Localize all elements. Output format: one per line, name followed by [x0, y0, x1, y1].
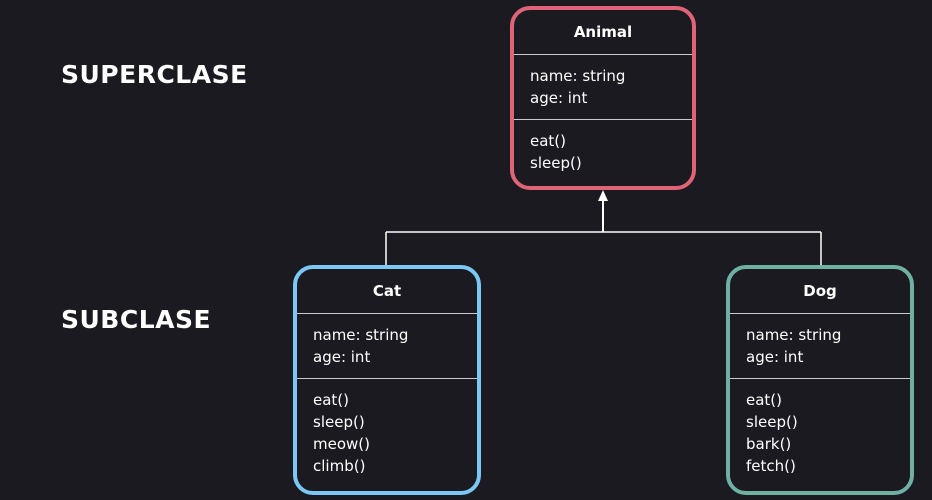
method-row: fetch() [746, 457, 796, 475]
attribute-row: age: int [313, 348, 371, 366]
class-box-dog[interactable]: Dog name: string age: int eat() sleep() … [726, 265, 914, 495]
attributes-section-dog: name: string age: int [730, 314, 910, 378]
method-row: eat() [313, 391, 350, 409]
class-name-cat: Cat [372, 282, 402, 300]
attribute-row: name: string [313, 326, 409, 344]
method-row: sleep() [313, 413, 365, 431]
method-row: climb() [313, 457, 366, 475]
divider [730, 313, 910, 314]
attribute-row: age: int [530, 89, 588, 107]
method-row: sleep() [746, 413, 798, 431]
attribute-row: name: string [746, 326, 842, 344]
method-row: sleep() [530, 154, 582, 172]
method-row: meow() [313, 435, 370, 453]
attributes-section-cat: name: string age: int [297, 314, 477, 378]
subclass-label: SUBCLASE [61, 305, 212, 334]
divider [297, 378, 477, 379]
methods-section-dog: eat() sleep() bark() fetch() [730, 379, 910, 487]
class-box-animal[interactable]: Animal name: string age: int eat() sleep… [510, 6, 696, 190]
attribute-row: name: string [530, 67, 626, 85]
class-box-cat[interactable]: Cat name: string age: int eat() sleep() … [293, 265, 481, 495]
divider [514, 119, 692, 120]
divider [730, 378, 910, 379]
method-row: eat() [746, 391, 783, 409]
methods-section-cat: eat() sleep() meow() climb() [297, 379, 477, 487]
class-name-animal: Animal [573, 23, 633, 41]
attributes-section-animal: name: string age: int [514, 55, 692, 119]
methods-section-animal: eat() sleep() [514, 120, 692, 184]
superclass-label: SUPERCLASE [61, 60, 248, 89]
inheritance-arrowhead-icon [598, 190, 608, 201]
attribute-row: age: int [746, 348, 804, 366]
class-name-dog: Dog [803, 282, 837, 300]
method-row: bark() [746, 435, 792, 453]
method-row: eat() [530, 132, 567, 150]
divider [297, 313, 477, 314]
divider [514, 54, 692, 55]
